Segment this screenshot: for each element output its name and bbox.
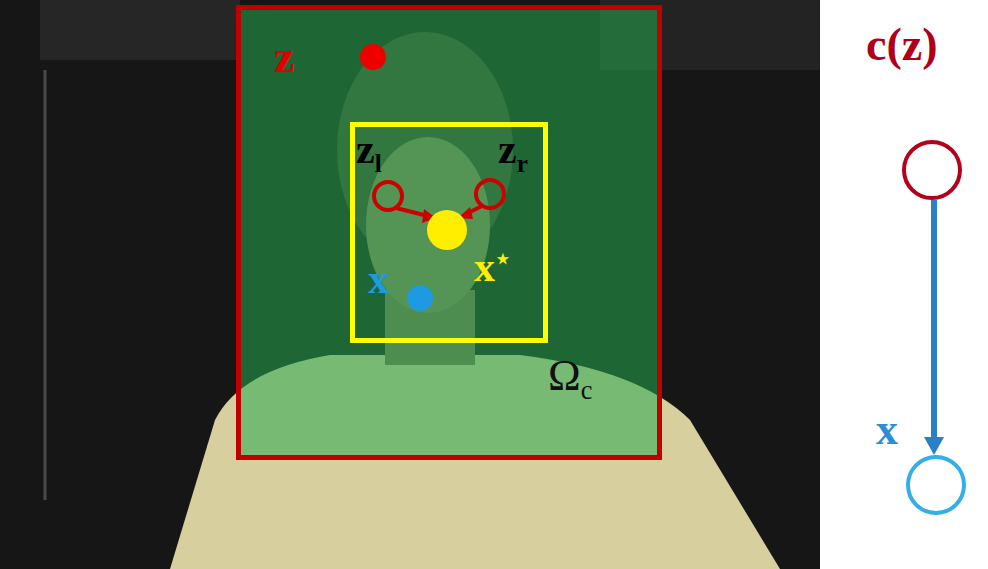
point-label: zl (356, 128, 382, 170)
photo-background (0, 0, 820, 569)
region-box: zl zr x⋆ x zΩc (236, 5, 662, 460)
point-label: x (368, 258, 389, 300)
arrowhead (924, 437, 944, 455)
ceiling-panel (40, 0, 240, 60)
wall-edge (44, 70, 47, 500)
point-label: Ωc (548, 354, 592, 398)
point-xstar (427, 210, 467, 250)
point-z (360, 44, 386, 70)
graph-node: c(z) (902, 140, 962, 200)
point-label: c(z) (866, 22, 937, 68)
arrow-line (931, 200, 937, 437)
point-zr (476, 180, 504, 208)
point-label: x (876, 408, 898, 452)
dependency-arrow (924, 200, 944, 455)
point-label: zr (498, 128, 528, 170)
point-x (407, 285, 433, 311)
point-label: z (274, 34, 294, 80)
point-zl (374, 182, 402, 210)
region-fill (236, 5, 662, 460)
window-box: zl zr x⋆ x (350, 122, 548, 343)
graph-node: x (906, 455, 966, 515)
point-label: x⋆ (474, 246, 511, 288)
